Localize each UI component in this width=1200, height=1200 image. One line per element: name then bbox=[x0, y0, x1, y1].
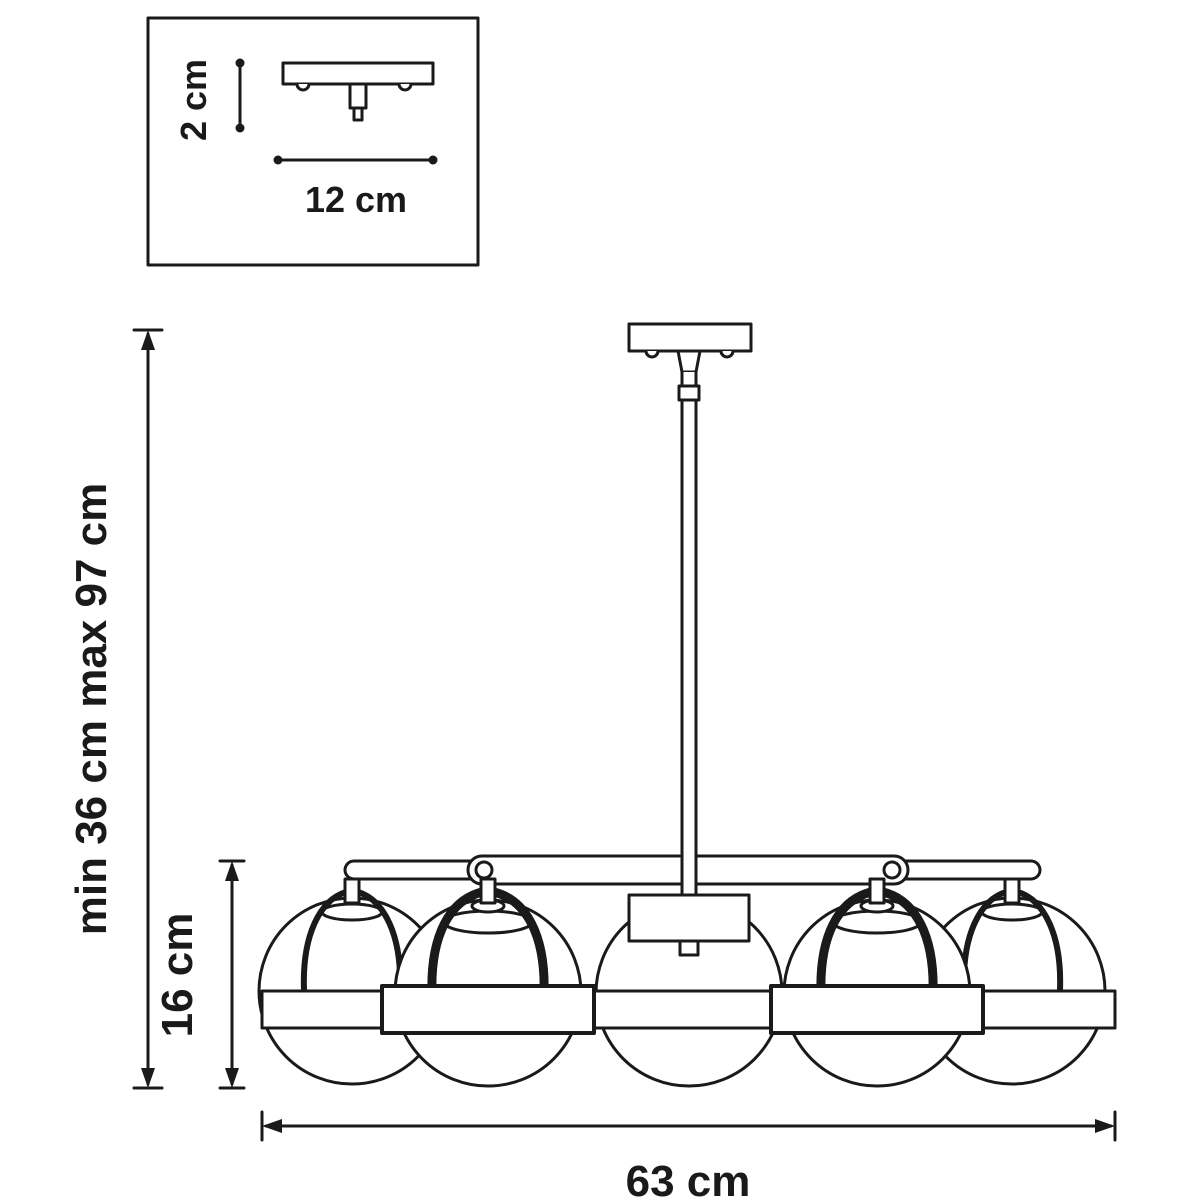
globe-2-fork bbox=[427, 887, 549, 1000]
inset-screw-left bbox=[295, 83, 311, 92]
ceiling-plate bbox=[627, 322, 753, 374]
arm-bar-cap-left bbox=[474, 860, 494, 880]
inset-width-label: 12 cm bbox=[305, 179, 407, 220]
dim-width: 63 cm bbox=[260, 1110, 1117, 1200]
inset-height-dimension: 2 cm bbox=[173, 58, 245, 141]
overall-height-label: min 36 cm max 97 cm bbox=[67, 483, 116, 935]
stem-globe-4 bbox=[868, 877, 886, 905]
inset-width-dimension: 12 cm bbox=[273, 155, 438, 220]
width-label: 63 cm bbox=[626, 1157, 751, 1200]
ceiling-screw-left bbox=[644, 350, 660, 359]
globe-4-fork bbox=[816, 887, 938, 1000]
dim-overall-height: min 36 cm max 97 cm bbox=[67, 328, 164, 1090]
stem-globe-1 bbox=[343, 877, 361, 905]
front-band-segment-right bbox=[769, 984, 985, 1035]
inset-canopy-stem bbox=[348, 82, 368, 110]
inset-border bbox=[146, 16, 480, 267]
stem-globe-5 bbox=[1003, 877, 1021, 905]
rod-collar bbox=[677, 384, 701, 402]
hanging-rod bbox=[677, 370, 701, 900]
chandelier-figure bbox=[257, 322, 1117, 1088]
inset-canopy-plate bbox=[281, 61, 435, 86]
arm-bar-cap-right bbox=[882, 860, 902, 880]
inset-screw-right bbox=[397, 83, 413, 92]
stem-globe-2 bbox=[479, 877, 497, 905]
inset-height-label: 2 cm bbox=[173, 59, 214, 141]
center-body-stem bbox=[678, 939, 700, 957]
ceiling-connector bbox=[676, 349, 702, 374]
ceiling-screw-right bbox=[719, 350, 735, 359]
inset-canopy-stem-tip bbox=[352, 106, 364, 122]
dim-fixture-height: 16 cm bbox=[153, 859, 246, 1090]
inset-panel: 2 cm 12 cm bbox=[146, 16, 480, 267]
fixture-height-label: 16 cm bbox=[153, 913, 202, 1038]
front-band-segment-left bbox=[380, 984, 596, 1035]
front-band bbox=[260, 984, 1117, 1035]
center-body bbox=[627, 893, 751, 957]
